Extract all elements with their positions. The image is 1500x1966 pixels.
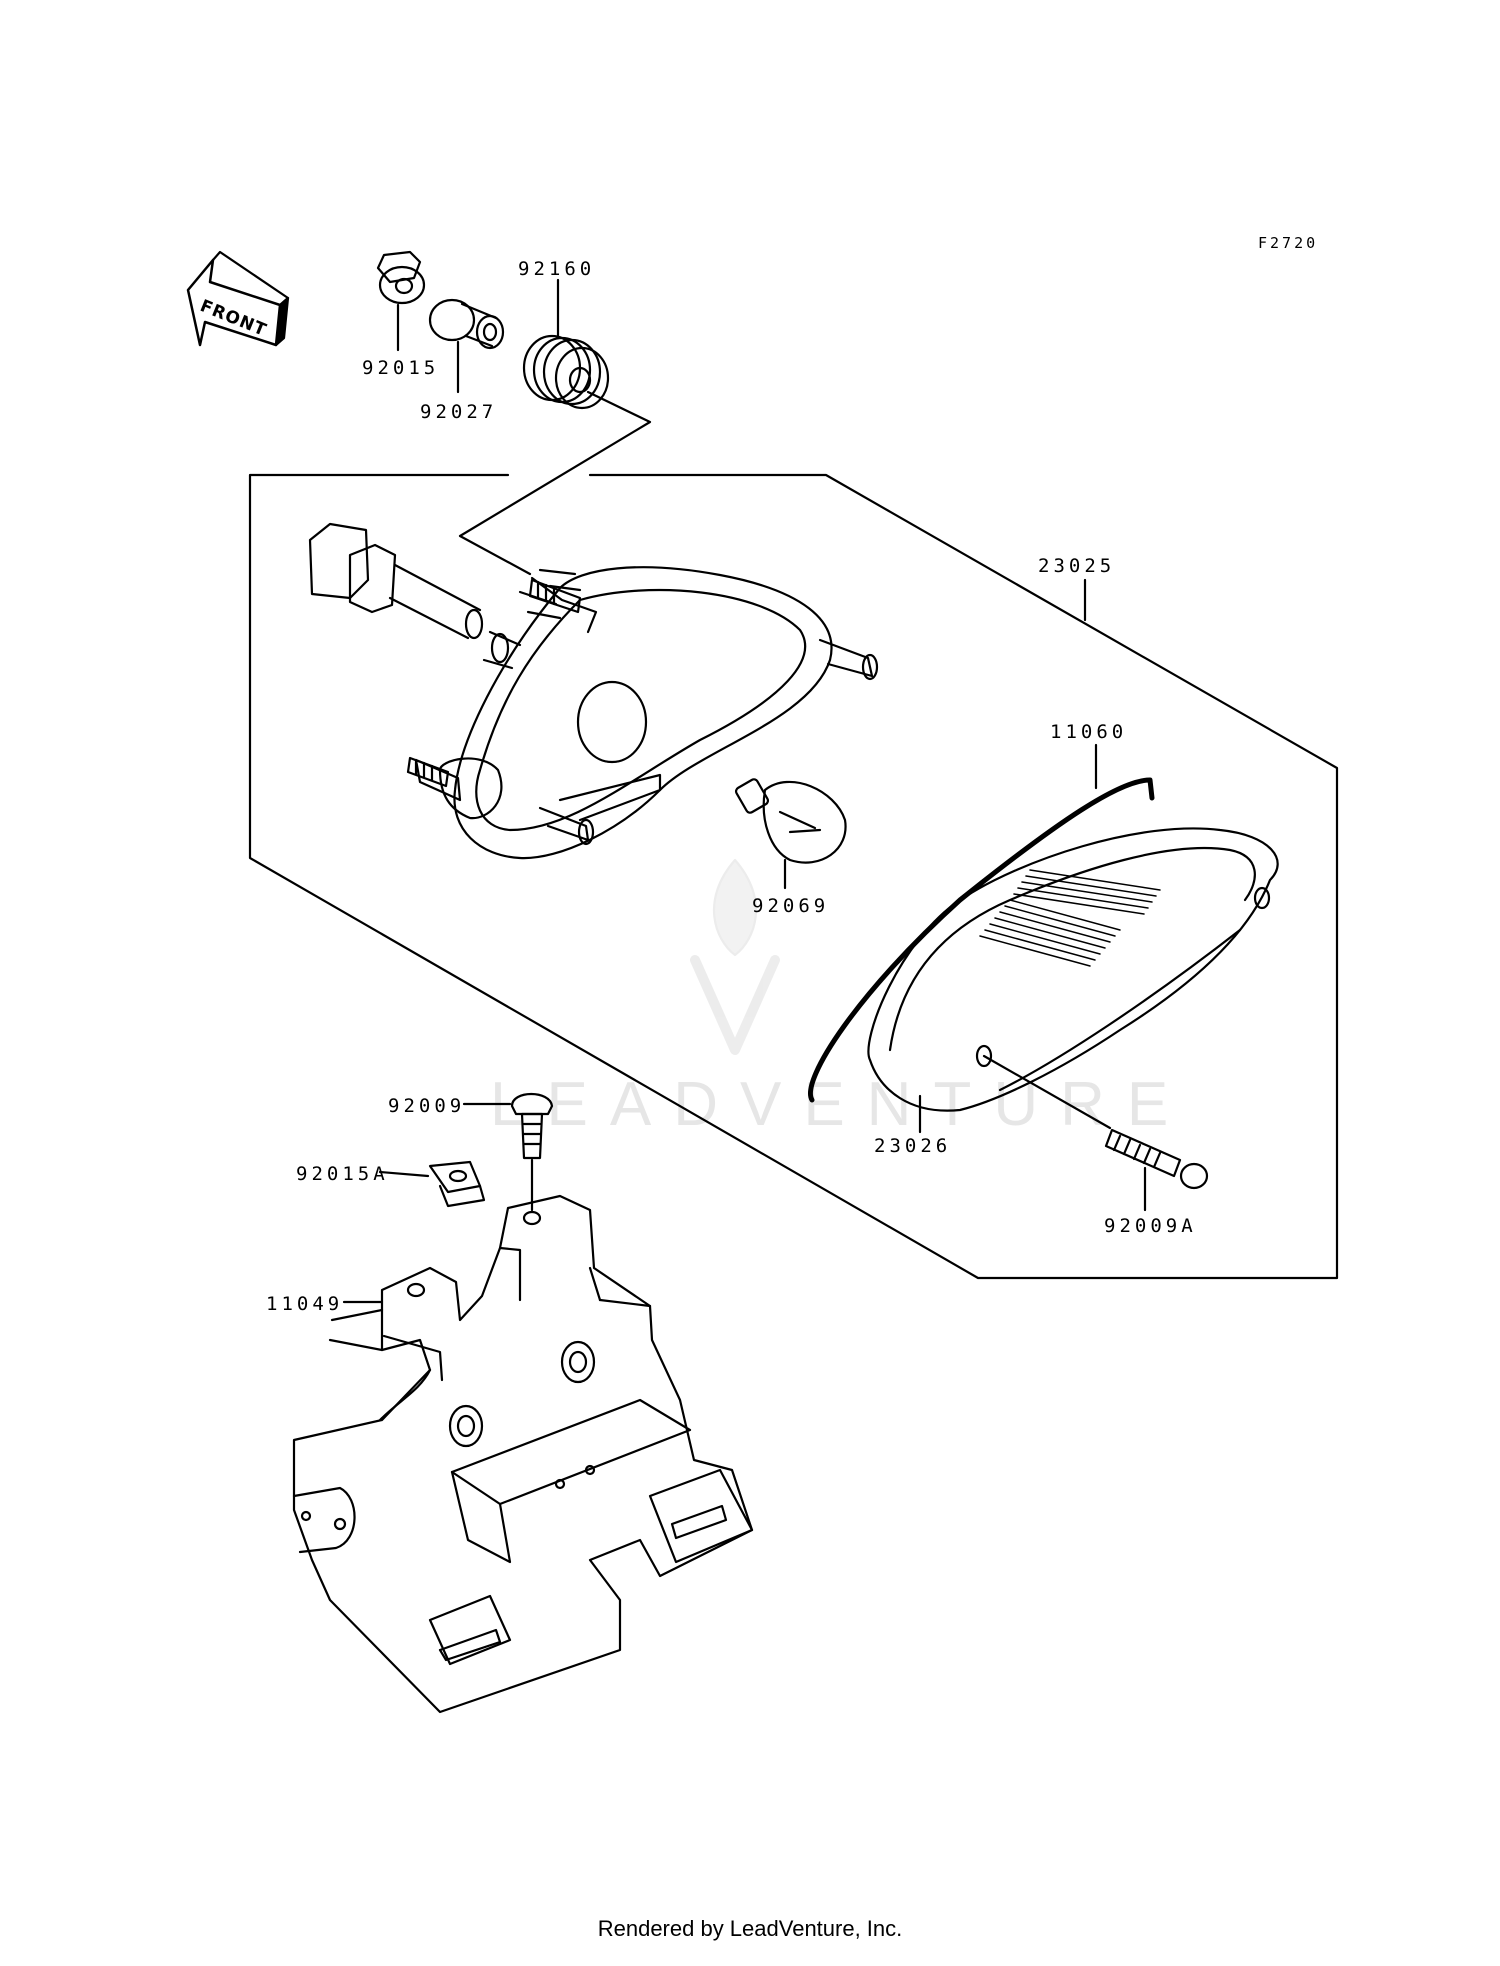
- bracket-11049: [292, 1194, 754, 1714]
- stud-left: [406, 756, 450, 788]
- part-label-92160: 92160: [518, 258, 595, 280]
- part-label-23025: 23025: [1038, 555, 1115, 577]
- part-label-92027: 92027: [420, 401, 497, 423]
- part-label-11060: 11060: [1050, 721, 1127, 743]
- lens-23026: [867, 827, 1279, 1130]
- collar-92027: [428, 298, 505, 394]
- part-label-92069: 92069: [752, 895, 829, 917]
- assembly-outline-23025: [248, 473, 1339, 1280]
- part-label-92015A: 92015A: [296, 1163, 389, 1185]
- front-arrow-icon: [186, 250, 290, 347]
- part-label-92009A: 92009A: [1104, 1215, 1197, 1237]
- lamp-housing: [414, 566, 879, 860]
- leader-grommet: [458, 390, 652, 576]
- clip-nut-92015A: [378, 1160, 486, 1208]
- nut-92015: [376, 250, 426, 352]
- screw-92009A: [1104, 1128, 1209, 1212]
- stud-top: [528, 578, 582, 614]
- part-label-92009: 92009: [388, 1095, 465, 1117]
- diagram-reference-code: F2720: [1258, 234, 1318, 252]
- bulb-92069: [734, 778, 847, 890]
- footer-credit: Rendered by LeadVenture, Inc.: [597, 1916, 903, 1941]
- grommet-92160: [522, 278, 610, 410]
- watermark-text: LEADVENTURE: [490, 1070, 1190, 1139]
- part-label-92015: 92015: [362, 357, 439, 379]
- wire-connector: [308, 522, 522, 670]
- part-label-11049: 11049: [266, 1293, 343, 1315]
- part-label-23026: 23026: [874, 1135, 951, 1157]
- watermark-logo: [690, 858, 780, 1055]
